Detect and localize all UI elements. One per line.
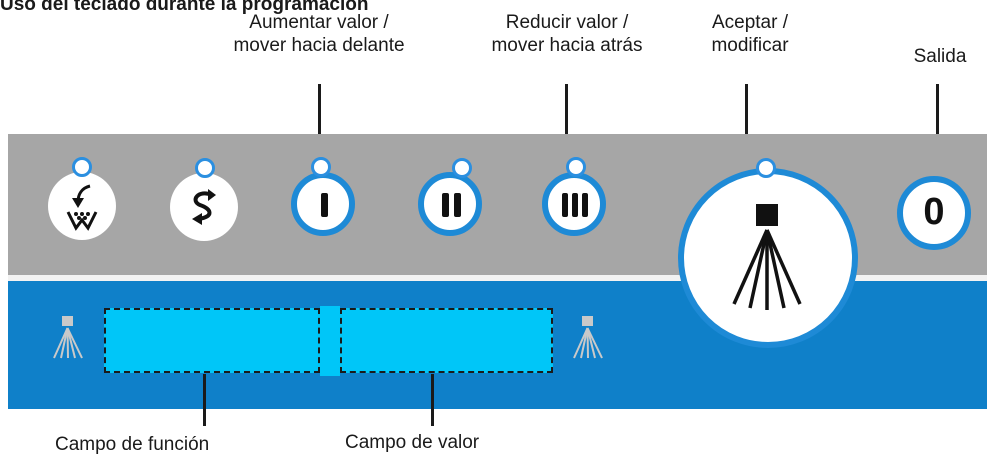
label-exit: Salida: [913, 46, 967, 67]
label-value-field: Campo de valor: [345, 432, 480, 453]
spray-left-icon: [53, 316, 83, 359]
program-i-led: [311, 157, 331, 177]
program-iii-led: [566, 157, 586, 177]
leader-decrease: [565, 84, 568, 164]
label-decrease-line2: mover hacia atrás: [491, 35, 643, 56]
label-accept-line1: Aceptar /: [711, 12, 789, 33]
label-function-field: Campo de función: [55, 434, 210, 455]
panel-divider: [8, 275, 987, 281]
program-ii-button[interactable]: [418, 172, 482, 236]
zero-icon: 0: [923, 191, 945, 233]
label-decrease-line1: Reducir valor /: [505, 12, 629, 33]
start-button[interactable]: [678, 168, 858, 348]
roman-two-icon: [442, 193, 462, 217]
detergent-led: [72, 157, 92, 177]
roman-three-icon: [562, 193, 588, 217]
label-accept-line2: modificar: [711, 35, 789, 56]
value-field: [340, 308, 553, 373]
detergent-icon: [66, 184, 98, 231]
rinse-cycle-icon: [192, 189, 216, 225]
leader-function-field: [203, 374, 206, 426]
program-iii-button[interactable]: [542, 172, 606, 236]
detergent-button[interactable]: [48, 172, 116, 240]
roman-one-icon: [321, 193, 328, 217]
leader-value-field: [431, 374, 434, 426]
off-button[interactable]: 0: [897, 176, 971, 250]
label-decrease: Reducir valor / mover hacia atrás: [462, 11, 672, 57]
leader-increase: [318, 84, 321, 164]
display-background: [320, 306, 340, 376]
start-led: [756, 158, 776, 178]
spray-right-icon: [573, 316, 603, 359]
label-accept: Aceptar / modificar: [690, 11, 810, 57]
rinse-aid-button[interactable]: [170, 173, 238, 241]
program-ii-led: [452, 158, 472, 178]
rinse-aid-led: [195, 158, 215, 178]
leader-accept: [745, 84, 748, 166]
page-heading: Uso del teclado durante la programación: [0, 0, 369, 15]
label-increase-line2: mover hacia delante: [233, 35, 405, 56]
program-i-button[interactable]: [291, 172, 355, 236]
label-increase: Aumentar valor / mover hacia delante: [199, 11, 439, 57]
function-field: [104, 308, 320, 373]
leader-exit: [936, 84, 939, 164]
label-increase-line1: Aumentar valor /: [249, 12, 389, 33]
spray-nozzle-icon: [732, 204, 802, 310]
